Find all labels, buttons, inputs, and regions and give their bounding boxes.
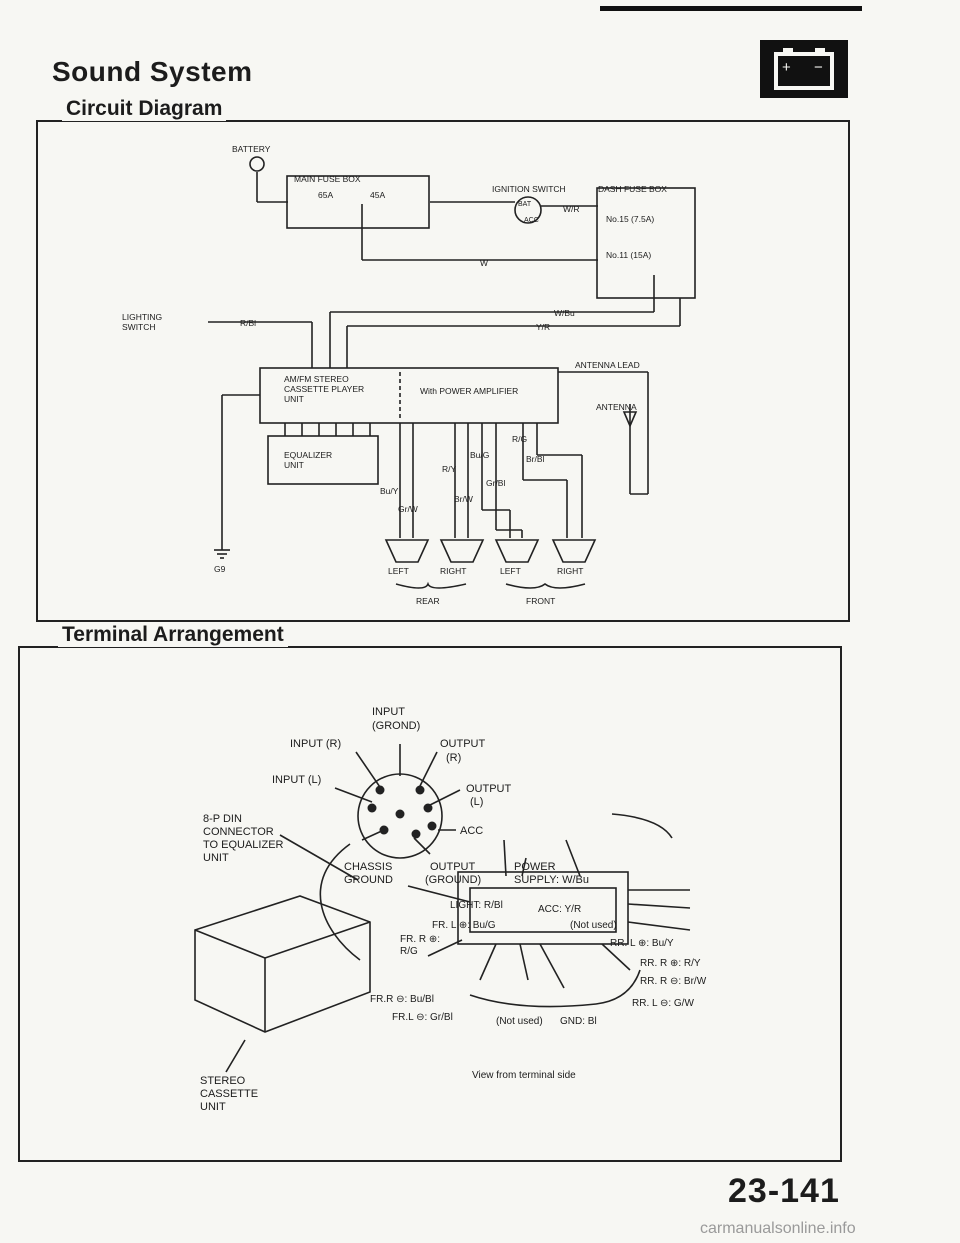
page-number: 23-141 <box>728 1172 840 1210</box>
acc-yr-label: ACC: Y/R <box>538 904 581 915</box>
watermark: carmanualsonline.info <box>700 1220 856 1237</box>
light-label: LIGHT: R/Bl <box>450 900 503 911</box>
top-rule <box>600 6 862 11</box>
unit-label-1: AM/FM STEREO <box>284 374 349 384</box>
wire-buy-label: Bu/Y <box>380 486 399 496</box>
output-r-label-2: (R) <box>446 752 461 764</box>
wire-brw-label: Br/W <box>454 494 473 504</box>
fr-r-plus-label-2: R/G <box>400 946 418 957</box>
acc-pin-label: ACC <box>460 825 483 837</box>
din-label-1: 8-P DIN <box>203 813 242 825</box>
battery-icon: + − <box>760 40 848 98</box>
acc-label: ACC <box>524 217 539 224</box>
equalizer-label-2: UNIT <box>284 460 304 470</box>
dash-fuse-box-label: DASH FUSE BOX <box>598 184 667 194</box>
circuit-section-title: Circuit Diagram <box>62 97 227 121</box>
power-label-2: SUPPLY: W/Bu <box>514 874 589 886</box>
lighting-switch-label-1: LIGHTING <box>122 312 162 322</box>
input-ground-label-2: (GROND) <box>372 720 420 732</box>
view-label: View from terminal side <box>472 1070 576 1081</box>
fuse-11-label: No.11 (15A) <box>606 250 651 260</box>
wire-wbu-label: W/Bu <box>554 308 575 318</box>
wire-yr-label: Y/R <box>536 322 550 332</box>
fr-r-minus-label: FR.R ⊖: Bu/Bl <box>370 994 434 1005</box>
fr-l-plus-label: FR. L ⊕: Bu/G <box>432 920 496 931</box>
fr-l-minus-label: FR.L ⊖: Gr/Bl <box>392 1012 453 1023</box>
input-ground-label-1: INPUT <box>372 706 405 718</box>
battery-label: BATTERY <box>232 144 271 154</box>
battery-plus: + <box>782 59 791 76</box>
unit-label-2: CASSETTE PLAYER <box>284 384 364 394</box>
wire-grbl-label: Gr/Bl <box>486 478 505 488</box>
front-label: FRONT <box>526 596 555 606</box>
output-l-label-2: (L) <box>470 796 483 808</box>
not-used-label-2: (Not used) <box>496 1016 543 1027</box>
rr-r-plus-label: RR. R ⊕: R/Y <box>640 958 701 969</box>
output-ground-label-1: OUTPUT <box>430 861 476 873</box>
terminal-frame <box>18 646 842 1162</box>
gnd-label: GND: Bl <box>560 1016 597 1027</box>
bat-label: BAT <box>518 201 532 208</box>
stereo-label-2: CASSETTE <box>200 1088 258 1100</box>
fuse-65a-label: 65A <box>318 190 333 200</box>
chassis-label-1: CHASSIS <box>344 861 392 873</box>
speaker-right-rear-label: RIGHT <box>440 566 466 576</box>
rr-l-plus-label: RR. L ⊕: Bu/Y <box>610 938 674 949</box>
terminal-section-title: Terminal Arrangement <box>58 623 288 647</box>
stereo-label-1: STEREO <box>200 1075 246 1087</box>
output-r-label-1: OUTPUT <box>440 738 486 750</box>
terminal-diagram: INPUT (GROND) INPUT (R) OUTPUT (R) INPUT… <box>194 706 707 1113</box>
output-l-label-1: OUTPUT <box>466 783 512 795</box>
wire-rbl-label: R/Bl <box>240 318 256 328</box>
antenna-lead-label: ANTENNA LEAD <box>575 360 640 370</box>
battery-minus: − <box>814 59 823 76</box>
not-used-label-1: (Not used) <box>570 920 617 931</box>
circuit-frame <box>36 120 850 622</box>
fuse-45a-label: 45A <box>370 190 385 200</box>
wire-rg-label: R/G <box>512 434 527 444</box>
speaker-left-front-label: LEFT <box>500 566 521 576</box>
main-fuse-box-label: MAIN FUSE BOX <box>294 174 361 184</box>
ground-label: G9 <box>214 564 226 574</box>
input-l-label: INPUT (L) <box>272 774 321 786</box>
wire-grw-label: Gr/W <box>398 504 418 514</box>
stereo-label-3: UNIT <box>200 1101 226 1113</box>
wire-bug-label: Bu/G <box>470 450 489 460</box>
chassis-label-2: GROUND <box>344 874 393 886</box>
circuit-diagram: BATTERY MAIN FUSE BOX 65A 45A IGNITION S… <box>122 144 696 606</box>
fr-r-plus-label-1: FR. R ⊕: <box>400 934 440 945</box>
wire-wr-label: W/R <box>563 204 580 214</box>
din-label-4: UNIT <box>203 852 229 864</box>
speaker-right-front-label: RIGHT <box>557 566 583 576</box>
output-ground-label-2: (GROUND) <box>425 874 481 886</box>
din-label-2: CONNECTOR <box>203 826 274 838</box>
with-amp-label: With POWER AMPLIFIER <box>420 386 518 396</box>
rr-r-minus-label: RR. R ⊖: Br/W <box>640 976 707 987</box>
wire-ry-label: R/Y <box>442 464 457 474</box>
antenna-label: ANTENNA <box>596 402 637 412</box>
input-r-label: INPUT (R) <box>290 738 341 750</box>
page-title: Sound System <box>52 56 253 87</box>
equalizer-label-1: EQUALIZER <box>284 450 332 460</box>
wire-w-label: W <box>480 258 488 268</box>
din-label-3: TO EQUALIZER <box>203 839 284 851</box>
wire-brbl-label: Br/Bl <box>526 454 545 464</box>
speaker-left-rear-label: LEFT <box>388 566 409 576</box>
fuse-15-label: No.15 (7.5A) <box>606 214 654 224</box>
rr-l-minus-label: RR. L ⊖: G/W <box>632 998 694 1009</box>
lighting-switch-label-2: SWITCH <box>122 322 156 332</box>
rear-label: REAR <box>416 596 440 606</box>
unit-label-3: UNIT <box>284 394 304 404</box>
power-label-1: POWER <box>514 861 556 873</box>
ignition-switch-label: IGNITION SWITCH <box>492 184 566 194</box>
